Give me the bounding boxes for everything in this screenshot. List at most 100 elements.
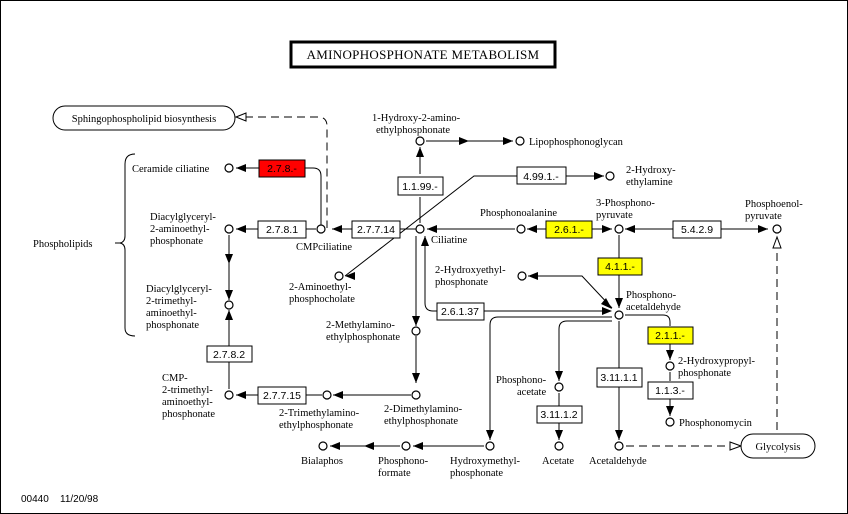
- label-phosphonoacetate: Phosphono-: [496, 375, 547, 386]
- svg-text:Sphingophospholipid biosynthes: Sphingophospholipid biosynthesis: [72, 114, 216, 125]
- pathway-link-sphingophospholipid[interactable]: Sphingophospholipid biosynthesis: [52, 105, 236, 131]
- svg-text:phosphonate: phosphonate: [435, 277, 488, 288]
- label-cmpciliatine: CMPciliatine: [296, 242, 352, 253]
- svg-text:2.7.8.1: 2.7.8.1: [266, 224, 298, 236]
- svg-text:phosphonate: phosphonate: [146, 320, 199, 331]
- phospholipids-group: Phospholipids: [33, 153, 136, 337]
- label-ciliatine: Ciliatine: [431, 235, 468, 246]
- label-acetate: Acetate: [542, 456, 574, 467]
- svg-text:phosphonate: phosphonate: [150, 236, 203, 247]
- compound-node[interactable]: [614, 224, 624, 234]
- label-phosphonomycin: Phosphonomycin: [679, 418, 753, 429]
- svg-text:ethylphosphonate: ethylphosphonate: [376, 125, 450, 136]
- enzyme-1.1.3.-[interactable]: 1.1.3.-: [647, 381, 694, 400]
- svg-text:phosphonate: phosphonate: [162, 409, 215, 420]
- group-label-phospholipids: Phospholipids: [33, 239, 93, 250]
- compound-labels: Ceramide ciliatine Diacylglyceryl- 2-ami…: [132, 113, 803, 479]
- compound-node[interactable]: [415, 136, 425, 146]
- compound-node[interactable]: [614, 310, 624, 320]
- label-phosphonoacetaldehyde: Phosphono-: [626, 290, 677, 301]
- label-phosphonoformate: Phosphono-: [378, 456, 429, 467]
- compound-node[interactable]: [485, 441, 495, 451]
- enzyme-2.1.1.-[interactable]: 2.1.1.-: [647, 326, 694, 345]
- compound-node[interactable]: [665, 361, 675, 371]
- enzyme-4.1.1.-[interactable]: 4.1.1.-: [597, 257, 643, 276]
- svg-text:2.1.1.-: 2.1.1.-: [655, 330, 685, 342]
- enzyme-4.99.1.-[interactable]: 4.99.1.-: [516, 166, 567, 185]
- svg-text:acetate: acetate: [517, 387, 546, 398]
- label-cmp-trimethyl: CMP-: [162, 373, 188, 384]
- enzyme-3.11.1.1[interactable]: 3.11.1.1: [596, 367, 643, 388]
- map-title-text: AMINOPHOSPHONATE METABOLISM: [307, 47, 540, 62]
- compound-node[interactable]: [554, 441, 564, 451]
- enzyme-2.7.7.15[interactable]: 2.7.7.15: [257, 386, 307, 405]
- enzyme-2.7.7.14[interactable]: 2.7.7.14: [351, 220, 401, 239]
- compound-node[interactable]: [516, 224, 526, 234]
- label-trimethylamino: 2-Trimethylamino-: [279, 408, 360, 419]
- arrowheads: [225, 112, 782, 451]
- compound-node[interactable]: [415, 224, 425, 234]
- compound-node[interactable]: [316, 224, 326, 234]
- label-aminoethylphosphocholate: 2-Aminoethyl-: [289, 282, 352, 293]
- svg-text:aminoethyl-: aminoethyl-: [146, 308, 197, 319]
- compound-node[interactable]: [401, 441, 411, 451]
- compound-node[interactable]: [318, 441, 328, 451]
- enzyme-2.6.1.37[interactable]: 2.6.1.37: [436, 302, 485, 321]
- label-dag-aminoethyl: Diacylglyceryl-: [150, 212, 216, 223]
- compound-node[interactable]: [614, 441, 624, 451]
- svg-text:2.7.8.2: 2.7.8.2: [213, 349, 245, 361]
- enzyme-2.7.8.-[interactable]: 2.7.8.-: [258, 159, 306, 178]
- label-hydroxyethylphosphonate: 2-Hydroxyethyl-: [435, 265, 506, 276]
- label-acetaldehyde: Acetaldehyde: [589, 456, 647, 467]
- label-phosphoenolpyruvate: Phosphoenol-: [745, 199, 803, 210]
- svg-text:ethylphosphonate: ethylphosphonate: [326, 332, 400, 343]
- pathway-link-glycolysis[interactable]: Glycolysis: [740, 433, 816, 459]
- map-title: AMINOPHOSPHONATE METABOLISM: [289, 40, 557, 69]
- svg-text:1.1.99.-: 1.1.99.-: [402, 181, 438, 193]
- svg-text:formate: formate: [378, 468, 411, 479]
- compound-node[interactable]: [322, 390, 332, 400]
- compound-node[interactable]: [515, 136, 525, 146]
- svg-text:acetaldehyde: acetaldehyde: [626, 302, 681, 313]
- label-phosphonopyruvate: 3-Phosphono-: [596, 198, 655, 209]
- compound-node[interactable]: [224, 163, 234, 173]
- compound-node[interactable]: [665, 417, 675, 427]
- compound-node[interactable]: [224, 224, 234, 234]
- label-bialaphos: Bialaphos: [301, 456, 343, 467]
- compound-node[interactable]: [411, 326, 421, 336]
- svg-text:phosphonate: phosphonate: [678, 368, 731, 379]
- label-methylamino: 2-Methylamino-: [326, 320, 395, 331]
- svg-text:2.7.8.-: 2.7.8.-: [267, 163, 297, 175]
- svg-text:3.11.1.1: 3.11.1.1: [600, 372, 637, 384]
- svg-text:4.99.1.-: 4.99.1.-: [523, 171, 559, 183]
- svg-text:aminoethyl-: aminoethyl-: [162, 397, 213, 408]
- enzyme-5.4.2.9[interactable]: 5.4.2.9: [672, 220, 722, 239]
- compound-node[interactable]: [224, 300, 234, 310]
- enzyme-1.1.99.-[interactable]: 1.1.99.-: [397, 176, 444, 196]
- svg-text:ethylphosphonate: ethylphosphonate: [384, 416, 458, 427]
- label-hydroxyethylamine: 2-Hydroxy-: [626, 165, 676, 176]
- enzyme-3.11.1.2[interactable]: 3.11.1.2: [536, 405, 583, 424]
- svg-text:5.4.2.9: 5.4.2.9: [681, 224, 713, 236]
- compound-node[interactable]: [411, 390, 421, 400]
- enzyme-2.6.1.-[interactable]: 2.6.1.-: [545, 220, 593, 239]
- compound-node[interactable]: [772, 224, 782, 234]
- enzyme-2.7.8.1[interactable]: 2.7.8.1: [257, 220, 307, 239]
- label-ceramide-ciliatine: Ceramide ciliatine: [132, 164, 210, 175]
- svg-text:2-trimethyl-: 2-trimethyl-: [146, 296, 197, 307]
- label-dimethylamino: 2-Dimethylamino-: [384, 404, 463, 415]
- compound-node[interactable]: [517, 271, 527, 281]
- svg-text:2.6.1.37: 2.6.1.37: [441, 306, 479, 318]
- compound-node[interactable]: [554, 382, 564, 392]
- label-phosphonoalanine: Phosphonoalanine: [480, 208, 557, 219]
- enzyme-2.7.8.2[interactable]: 2.7.8.2: [206, 345, 253, 363]
- label-hydroxymethyl: Hydroxymethyl-: [450, 456, 520, 467]
- svg-text:phosphonate: phosphonate: [450, 468, 503, 479]
- compound-node[interactable]: [334, 271, 344, 281]
- compound-node[interactable]: [605, 171, 615, 181]
- svg-text:4.1.1.-: 4.1.1.-: [605, 261, 635, 273]
- compound-node[interactable]: [224, 390, 234, 400]
- label-hydroxypropyl: 2-Hydroxypropyl-: [678, 356, 755, 367]
